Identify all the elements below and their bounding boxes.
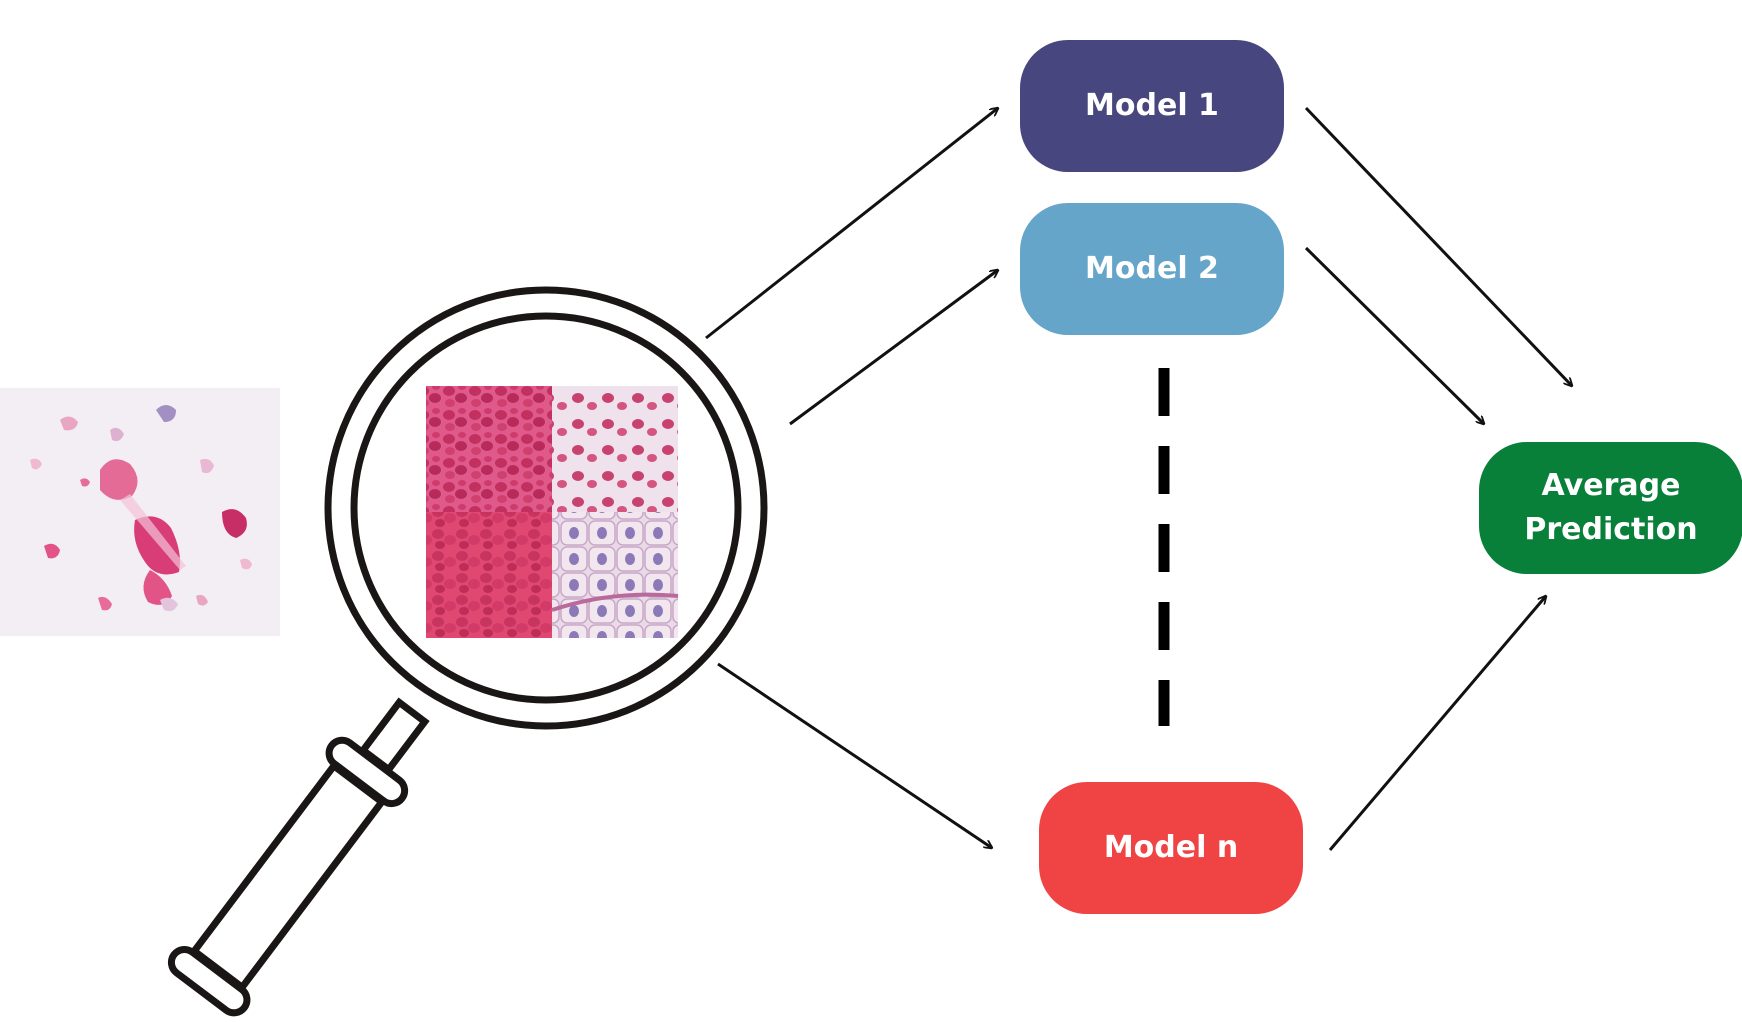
model-2-label: Model 2: [1085, 251, 1219, 286]
average-prediction-label: Average Prediction: [1524, 468, 1698, 547]
average-prediction-box: Average Prediction: [1479, 442, 1742, 574]
model-2-box: Model 2: [1020, 203, 1284, 335]
input-slide-image: [0, 388, 280, 636]
model-1-label: Model 1: [1085, 88, 1219, 123]
model-n-box: Model n: [1039, 782, 1303, 914]
arrow-model-2-to-average: [1304, 246, 1484, 424]
model-1-box: Model 1: [1020, 40, 1284, 172]
arrow-model-n-to-average: [1328, 596, 1546, 851]
magnifying-glass-icon: [167, 286, 768, 1017]
arrow-to-model-n: [717, 662, 992, 848]
arrow-to-model-2: [789, 270, 998, 426]
arrow-model-1-to-average: [1304, 106, 1572, 386]
arrow-to-model-1: [705, 108, 998, 340]
model-n-label: Model n: [1103, 830, 1239, 865]
